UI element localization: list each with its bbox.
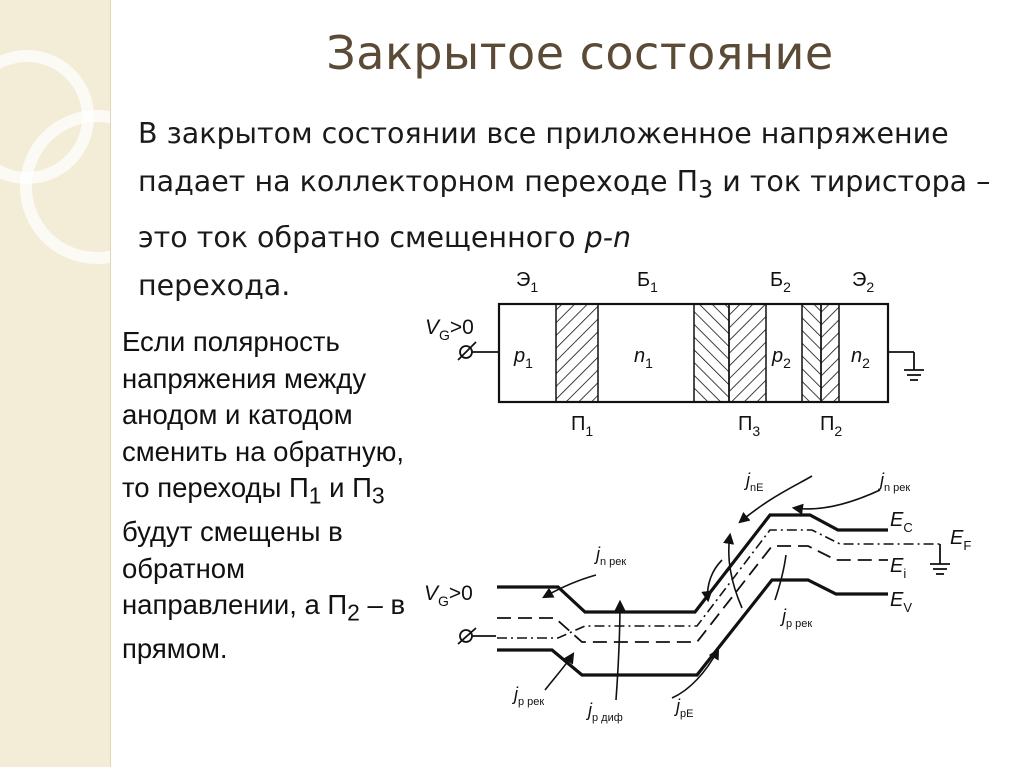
current-arrow-jn-rek-left bbox=[542, 574, 597, 599]
slide-title: Закрытое состояние bbox=[326, 26, 834, 80]
current-arrow-jp-rek-left bbox=[544, 652, 575, 691]
level-label-ec: EC bbox=[890, 509, 913, 535]
intro-text-2: и ток тиристора – это ток обратно смещен… bbox=[138, 165, 991, 254]
intrinsic-level-line bbox=[497, 545, 888, 643]
decorative-sidebar bbox=[0, 0, 111, 767]
structure-box bbox=[497, 302, 890, 404]
intro-pn-italic: p-n bbox=[584, 220, 632, 254]
layer-label-n1: n1 bbox=[634, 345, 653, 371]
side-sub-3: 2 bbox=[347, 599, 360, 626]
side-text-3: будут смещены в обратном направлении, а … bbox=[122, 516, 348, 620]
region-label-e1: Э1 bbox=[516, 269, 538, 295]
conduction-band-line bbox=[497, 513, 888, 614]
side-sub-2: 3 bbox=[371, 482, 385, 509]
junction-p1-hatch bbox=[555, 303, 599, 403]
region-label-b2: Б2 bbox=[770, 269, 791, 295]
current-label-jp-dif: jp диф bbox=[585, 700, 623, 724]
current-arrow-jpe bbox=[671, 648, 720, 699]
valence-band-line bbox=[497, 578, 888, 677]
level-label-ef: EF bbox=[950, 527, 971, 553]
fermi-level-line bbox=[497, 529, 940, 639]
side-paragraph: Если полярность напряжения между анодом … bbox=[122, 324, 412, 668]
level-label-ev: EV bbox=[890, 589, 912, 615]
side-sub-1: 1 bbox=[308, 482, 322, 509]
intro-text-1: В закрытом состоянии все приложенное нап… bbox=[138, 117, 949, 198]
current-label-jpe: jpE bbox=[673, 696, 693, 720]
current-label-jp-rek-right: jp рек bbox=[779, 606, 812, 630]
current-label-jn-rek-left: jn рек bbox=[593, 544, 626, 568]
current-label-jp-rek-left: jp рек bbox=[511, 684, 544, 708]
intro-text-3: перехода. bbox=[138, 268, 291, 302]
current-arrow-left-curve bbox=[701, 559, 723, 603]
current-arrow-jn-rek-right bbox=[791, 489, 881, 515]
layer-label-p1: p1 bbox=[513, 345, 533, 371]
current-arrow-jp-dif bbox=[614, 599, 626, 701]
side-text-2: и П bbox=[321, 472, 372, 503]
band-anode-slash bbox=[457, 627, 477, 645]
junction-label-p2: П2 bbox=[820, 413, 842, 439]
layer-label-n2: n2 bbox=[851, 345, 870, 371]
current-arrow-down-right bbox=[774, 554, 787, 601]
current-arrow-jne bbox=[738, 475, 813, 524]
junction-label-p3: П3 bbox=[738, 413, 760, 439]
anode-terminal-slash bbox=[457, 341, 477, 361]
side-text-4: – в прямом. bbox=[122, 589, 406, 664]
layer-label-p2: p2 bbox=[771, 345, 791, 371]
current-label-jne: jnE bbox=[743, 470, 763, 494]
band-voltage-label: VG>0 bbox=[424, 582, 473, 609]
junction-label-p1: П1 bbox=[571, 413, 593, 439]
current-label-jn-rek-right: jn рек bbox=[877, 470, 910, 494]
structure-voltage-label: VG>0 bbox=[425, 316, 474, 343]
current-arrow-jp-rek-right bbox=[723, 532, 743, 609]
intro-subscript: 3 bbox=[698, 175, 714, 204]
side-text-1: Если полярность напряжения между анодом … bbox=[122, 326, 405, 503]
level-label-ei: Ei bbox=[890, 555, 906, 581]
region-label-e2: Э2 bbox=[852, 269, 874, 295]
region-label-b1: Б1 bbox=[637, 269, 658, 295]
intro-paragraph: В закрытом состоянии все приложенное нап… bbox=[138, 110, 1018, 310]
